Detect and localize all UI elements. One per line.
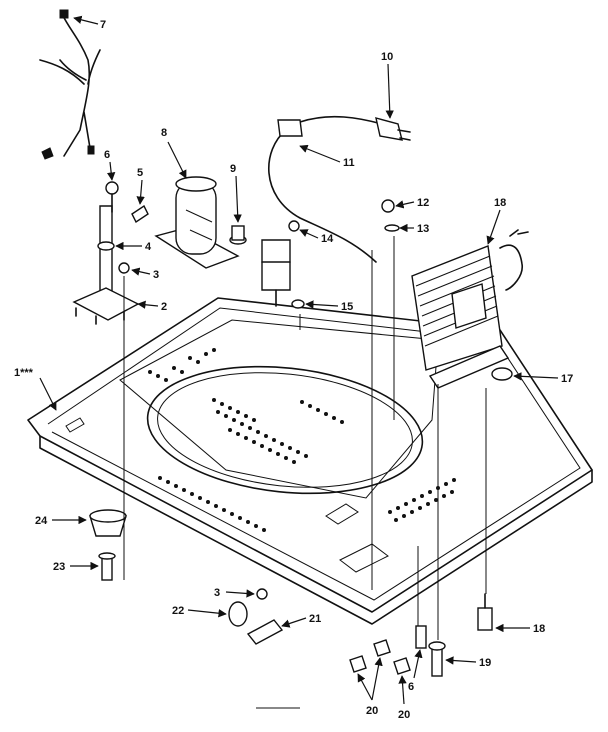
clip-assembly <box>228 588 284 645</box>
callout-23: 23 <box>53 561 99 573</box>
transformer <box>411 229 529 389</box>
callout-24: 24 <box>35 515 87 527</box>
callout-11: 11 <box>299 144 355 169</box>
svg-text:2: 2 <box>161 301 167 313</box>
svg-text:15: 15 <box>341 301 353 313</box>
svg-text:8: 8 <box>161 127 167 139</box>
foot-assembly <box>89 509 127 581</box>
lower-hardware <box>349 593 493 677</box>
callout-5: 5 <box>136 167 145 205</box>
svg-text:23: 23 <box>53 561 65 573</box>
capacitor <box>154 176 240 269</box>
callout-3-upper: 3 <box>131 267 159 281</box>
alignment-lines <box>123 236 487 640</box>
callout-8: 8 <box>161 127 187 179</box>
wire-harness <box>39 9 101 160</box>
bushing-9 <box>229 225 247 245</box>
svg-text:12: 12 <box>417 197 429 209</box>
callout-4: 4 <box>115 241 152 253</box>
callout-21: 21 <box>281 613 321 628</box>
nut-washer <box>381 199 400 232</box>
svg-text:1***: 1*** <box>14 367 34 379</box>
callout-18-lower: 18 <box>495 623 545 635</box>
callout-18-top: 18 <box>486 197 506 245</box>
base-plate <box>27 297 593 625</box>
svg-text:13: 13 <box>417 223 429 235</box>
svg-text:6: 6 <box>408 681 414 693</box>
svg-text:7: 7 <box>100 19 106 31</box>
callout-20-right: 20 <box>398 675 410 721</box>
callout-6: 6 <box>104 149 116 181</box>
svg-text:5: 5 <box>137 167 143 179</box>
svg-text:14: 14 <box>321 233 334 245</box>
callout-17: 17 <box>513 372 573 385</box>
svg-text:24: 24 <box>35 515 48 527</box>
callout-19: 19 <box>445 656 491 669</box>
svg-text:20: 20 <box>366 705 378 717</box>
callout-9: 9 <box>230 163 242 223</box>
callout-22: 22 <box>172 605 227 618</box>
svg-text:10: 10 <box>381 51 393 63</box>
callout-6-lower: 6 <box>408 649 423 693</box>
svg-text:21: 21 <box>309 613 321 625</box>
switch-bracket <box>261 220 305 309</box>
svg-text:11: 11 <box>343 157 355 169</box>
callout-7: 7 <box>73 15 106 31</box>
callout-15: 15 <box>305 300 353 313</box>
callout-1: 1*** <box>14 367 57 411</box>
svg-text:6: 6 <box>104 149 110 161</box>
svg-text:9: 9 <box>230 163 236 175</box>
power-cord <box>268 115 411 263</box>
svg-text:4: 4 <box>145 241 152 253</box>
svg-text:3: 3 <box>214 587 220 599</box>
callout-3-lower: 3 <box>214 587 255 599</box>
callout-2: 2 <box>137 300 167 313</box>
svg-text:22: 22 <box>172 605 184 617</box>
svg-text:18: 18 <box>533 623 545 635</box>
svg-text:19: 19 <box>479 657 491 669</box>
vent-holes <box>148 348 456 532</box>
callout-12: 12 <box>395 197 429 209</box>
callout-14: 14 <box>299 229 334 245</box>
bracket-assembly <box>72 181 149 325</box>
callout-20-left: 20 <box>357 657 383 717</box>
callout-10: 10 <box>381 51 394 119</box>
svg-text:20: 20 <box>398 709 410 721</box>
callout-13: 13 <box>399 223 429 235</box>
callouts: 7 10 8 11 6 5 9 12 <box>14 15 573 721</box>
svg-text:17: 17 <box>561 373 573 385</box>
svg-text:3: 3 <box>153 269 159 281</box>
svg-text:18: 18 <box>494 197 506 209</box>
